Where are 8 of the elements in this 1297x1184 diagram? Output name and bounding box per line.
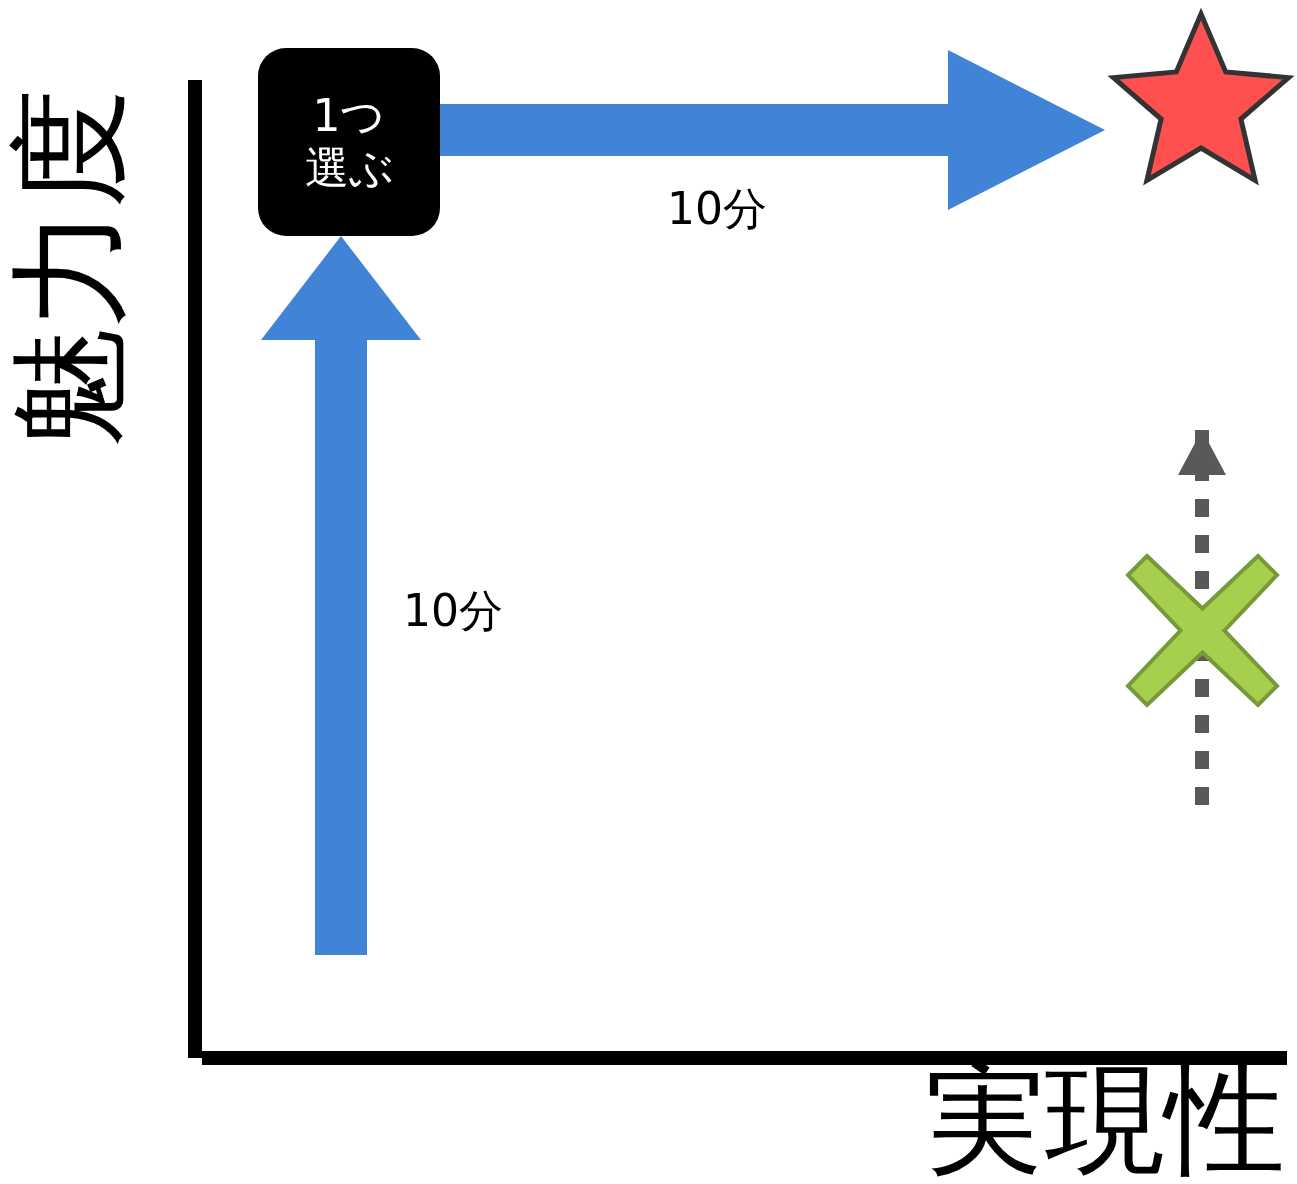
edge-label: 10分 [667,183,767,235]
axis-label: 実現性 [925,1060,1285,1180]
process-box [258,48,440,236]
arrow [440,50,1105,210]
edge-label: 10分 [403,585,503,637]
box-text: 1つ選ぶ [303,90,395,194]
arrow [261,236,421,955]
axis-label: 魅力度 [10,88,130,448]
